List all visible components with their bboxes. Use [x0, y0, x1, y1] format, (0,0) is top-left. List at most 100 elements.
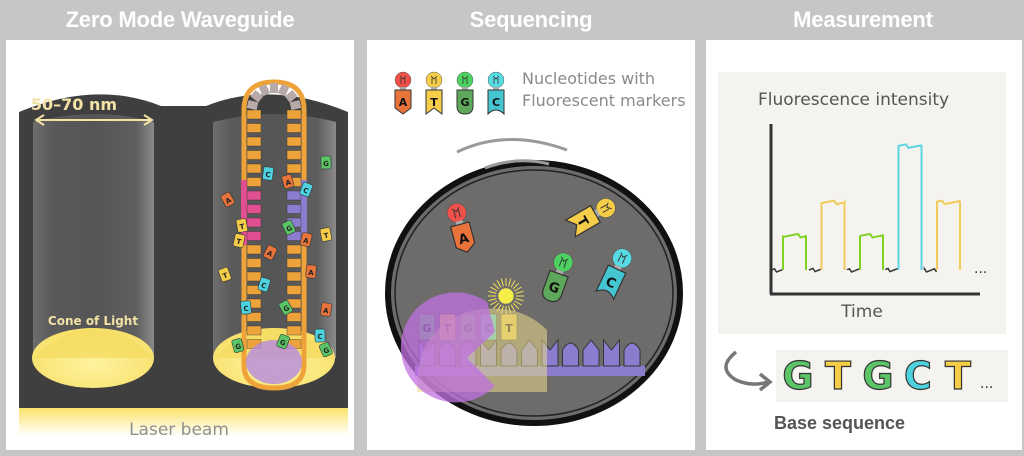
base-tooth: [246, 204, 262, 214]
chart-ellipsis: ...: [974, 261, 987, 277]
free-nucleotide: G: [276, 333, 290, 350]
curved-arrow-icon: [724, 350, 769, 386]
base-tooth: [286, 258, 302, 268]
free-nucleotide: A: [220, 191, 235, 208]
base-tooth: [246, 136, 262, 147]
svg-text:A: A: [308, 269, 314, 277]
base-tooth: [246, 100, 259, 111]
legend-caption-line1: Nucleotides with: [522, 69, 656, 88]
svg-text:C: C: [302, 186, 310, 195]
base-tooth: [286, 190, 302, 201]
free-nucleotide: G: [231, 338, 245, 353]
base-tooth: [250, 90, 264, 103]
svg-text:G: G: [234, 342, 242, 351]
laser-beam-label: Laser beam: [129, 420, 229, 440]
svg-text:A: A: [285, 178, 293, 187]
light-bulb-icon: [425, 71, 443, 89]
svg-text:G: G: [546, 280, 561, 298]
base-tooth: [284, 90, 298, 103]
base-tooth: [286, 109, 302, 120]
pulse-C: [897, 143, 923, 270]
light-bulb-icon: [487, 71, 505, 89]
free-nucleotide: C: [257, 277, 271, 293]
base-letter-T: T: [945, 354, 971, 398]
floating-nucleotide-G: G: [542, 252, 574, 303]
base-tooth: [246, 163, 262, 174]
free-nucleotide: A: [281, 174, 295, 189]
free-nucleotide: A: [305, 264, 317, 279]
pulse-G: [859, 232, 884, 270]
template-base: [582, 339, 600, 367]
free-nucleotide: G: [278, 299, 293, 316]
panel-measurement: Measurement Fluorescence intensity ... T…: [702, 0, 1024, 456]
legend-nucleotide-C: C: [487, 71, 505, 116]
light-bulb-icon: [456, 71, 474, 89]
base-tooth: [246, 231, 262, 241]
base-tooth: [286, 204, 302, 214]
baseline-noise: [769, 267, 783, 273]
panel-title: Zero Mode Waveguide: [65, 7, 295, 32]
pulse-T: [820, 199, 846, 270]
fluorescence-chart: Fluorescence intensity ... Time: [718, 72, 1006, 334]
svg-text:C: C: [260, 281, 267, 290]
light-bulb-icon: [394, 71, 412, 89]
base-tooth: [289, 100, 302, 111]
legend-caption-line2: Fluorescent markers: [522, 91, 686, 110]
legend-nucleotide-G: G: [456, 71, 474, 115]
base-letter-T: T: [825, 354, 851, 398]
base-tooth: [286, 244, 302, 255]
waveguide-tube-left: [33, 114, 154, 358]
free-nucleotide: C: [299, 181, 313, 198]
free-nucleotide: T: [218, 266, 232, 283]
free-nucleotide: T: [232, 233, 246, 248]
svg-text:G: G: [322, 346, 331, 356]
svg-text:G: G: [323, 160, 329, 168]
base-tooth: [286, 271, 302, 282]
width-label: 50–70 nm: [31, 95, 117, 114]
free-nucleotide: C: [314, 328, 326, 343]
base-sequence-label: Base sequence: [774, 413, 906, 433]
svg-text:T: T: [236, 238, 243, 247]
svg-text:A: A: [224, 196, 233, 206]
svg-text:G: G: [285, 224, 294, 234]
width-arrow: [34, 114, 154, 126]
free-nucleotide: A: [299, 232, 313, 247]
base-letter-C: C: [904, 354, 932, 398]
base-letter-G: G: [782, 354, 813, 398]
svg-text:A: A: [265, 249, 274, 259]
polymerase: [246, 340, 302, 384]
template-base: [603, 338, 620, 367]
svg-text:G: G: [282, 304, 291, 314]
legend-caption: Nucleotides with Fluorescent markers: [522, 68, 686, 112]
svg-text:G: G: [460, 96, 469, 109]
free-nucleotide: C: [240, 300, 252, 315]
base-tooth: [246, 177, 262, 187]
base-tooth: [286, 150, 302, 160]
sequence-ellipsis: ...: [980, 376, 993, 392]
free-nucleotide: A: [263, 244, 278, 261]
base-tooth: [246, 325, 262, 336]
panel-title: Measurement: [793, 7, 933, 32]
free-nucleotide: G: [318, 341, 333, 358]
floating-nucleotide-C: C: [595, 248, 633, 301]
pulse-T: [936, 199, 961, 270]
base-tooth: [286, 325, 302, 336]
base-tooth: [286, 123, 302, 133]
base-tooth: [246, 312, 262, 322]
svg-text:C: C: [243, 305, 249, 313]
free-nucleotide: G: [281, 219, 296, 236]
legend-nucleotide-A: A: [394, 71, 412, 115]
svg-text:T: T: [222, 271, 229, 280]
svg-text:A: A: [302, 236, 310, 245]
floating-nucleotide-T: T: [564, 198, 616, 238]
x-axis-label: Time: [841, 302, 883, 322]
cone-of-light-label: Cone of Light: [48, 314, 138, 328]
